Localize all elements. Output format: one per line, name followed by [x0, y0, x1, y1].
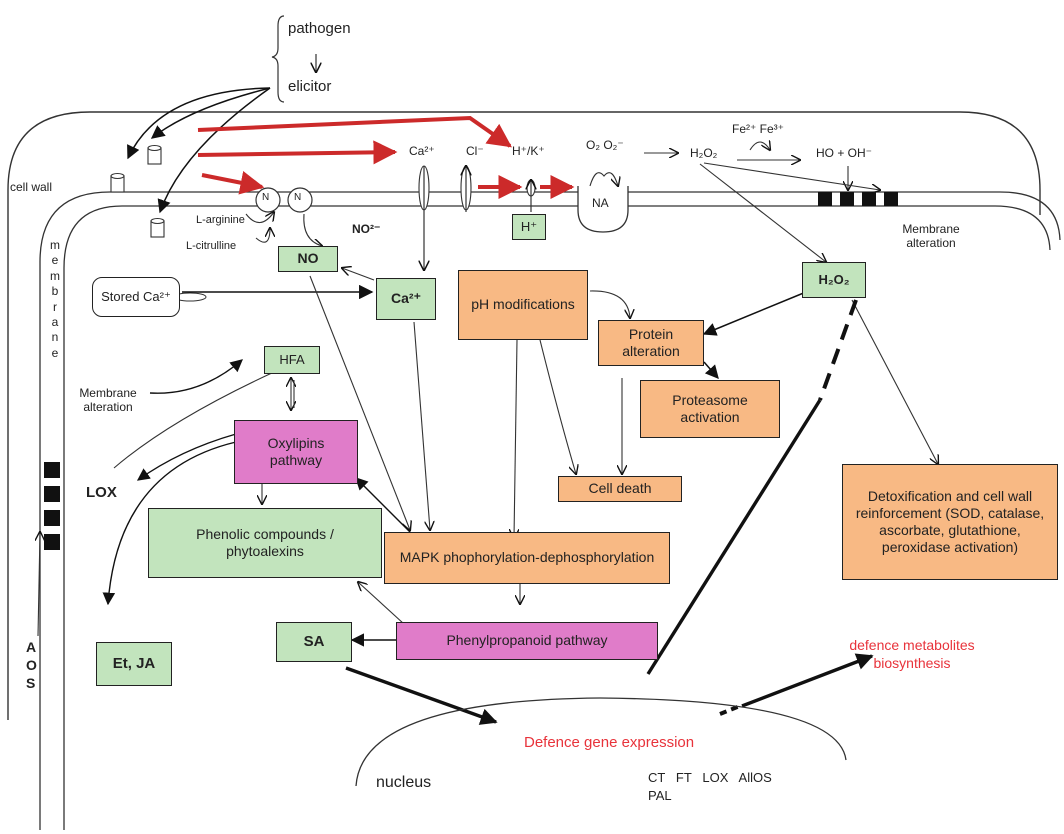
mapk-box: MAPK phophorylation-dephosphorylation — [384, 532, 670, 584]
membrane-lesions-left — [44, 462, 60, 550]
plasma-membrane-inner — [63, 205, 1051, 830]
o2-label: O₂ O₂⁻ — [586, 138, 624, 152]
cell-wall-label: cell wall — [10, 180, 53, 194]
cell-wall-outer — [7, 111, 1041, 720]
ph-modifications-box: pH modifications — [458, 270, 588, 340]
membrane-letter: e — [51, 345, 59, 360]
phenolic-compounds-box: Phenolic compounds / phytoalexins — [148, 508, 382, 578]
nucleus-label: nucleus — [376, 774, 432, 791]
defence-metabolites-label: defence metabolites biosynthesis — [849, 637, 975, 672]
h2o2-box: H₂O₂ — [802, 262, 866, 298]
membrane-alteration-top: Membrane alteration — [902, 222, 960, 250]
stored-ca-box: Stored Ca²⁺ — [92, 277, 180, 317]
et-ja-box: Et, JA — [96, 642, 172, 686]
red-signal-arrows — [197, 115, 575, 199]
ca-box: Ca²⁺ — [376, 278, 436, 320]
oxylipins-box: Oxylipins pathway — [234, 420, 358, 484]
aos-label: AOS — [26, 639, 37, 691]
membrane-letter: n — [51, 330, 59, 345]
phenylpropanoid-box: Phenylpropanoid pathway — [396, 622, 658, 660]
signal-bracket — [271, 15, 285, 103]
membrane-letter: m — [50, 238, 60, 252]
defence-gene-expression-label: Defence gene expression — [524, 734, 695, 751]
membrane-lesions-top — [818, 192, 898, 206]
nos-n1-label: N — [262, 192, 270, 203]
protein-alteration-box: Protein alteration — [598, 320, 704, 366]
pal-label: PAL — [648, 788, 672, 803]
sa-box: SA — [276, 622, 352, 662]
cell-death-box: Cell death — [558, 476, 682, 502]
l-citrulline-label: L-citrulline — [186, 240, 237, 252]
membrane-letter: a — [51, 315, 59, 330]
hk-ion-label: H⁺/K⁺ — [512, 144, 545, 158]
cl-ion-label: Cl⁻ — [466, 144, 484, 158]
no2-label: NO²⁻ — [352, 222, 381, 236]
elicitor-label: elicitor — [288, 78, 332, 95]
na-enzyme-shape — [577, 186, 629, 233]
no-box: NO — [278, 246, 338, 272]
fe-label: Fe²⁺ Fe³⁺ — [732, 122, 785, 136]
ho-oh-label: HO + OH⁻ — [816, 146, 873, 160]
l-arginine-label: L-arginine — [196, 214, 245, 226]
nucleus-envelope — [355, 697, 847, 787]
membrane-letter: m — [50, 268, 60, 283]
ca-ion-label: Ca²⁺ — [409, 144, 435, 158]
nos-circle-2 — [287, 187, 313, 213]
lox-label: LOX — [86, 484, 117, 501]
nos-n2-label: N — [294, 192, 302, 203]
pathogen-label: pathogen — [288, 20, 351, 37]
hfa-box: HFA — [264, 346, 320, 374]
gene-list-label: CT FT LOX AllOS — [648, 770, 772, 785]
h2o2-top-label: H₂O₂ — [690, 146, 718, 160]
membrane-letter: r — [53, 299, 57, 314]
receptor-cylinders — [110, 144, 165, 238]
proteasome-activation-box: Proteasome activation — [640, 380, 780, 438]
membrane-alteration-left: Membrane alteration — [79, 386, 137, 414]
detoxification-box: Detoxification and cell wall reinforceme… — [842, 464, 1058, 580]
membrane-letter: b — [51, 284, 59, 299]
h-plus-box: H⁺ — [512, 214, 546, 240]
plasma-membrane-outer — [39, 191, 1061, 830]
na-label: NA — [592, 196, 609, 210]
membrane-letter: e — [51, 253, 59, 268]
